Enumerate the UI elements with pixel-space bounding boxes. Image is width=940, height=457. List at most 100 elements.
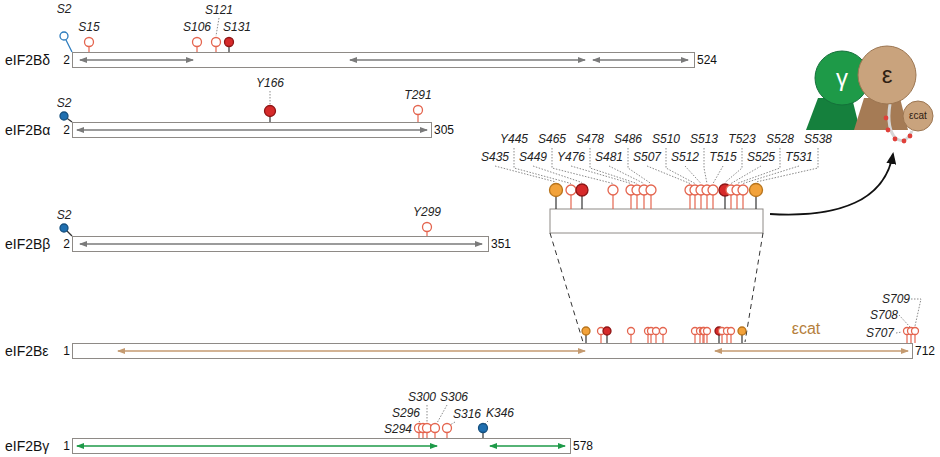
residue-number: 712 [915,345,935,357]
residue-number: 2 [63,238,70,250]
domain-arrow [77,129,427,130]
site-head [212,38,221,47]
zoom-box [550,209,763,233]
subunit-shape: ε [857,45,917,105]
residue-number: 1 [63,345,70,357]
protein-bar: eIF2Bε1712 [72,343,913,359]
site-label: S507 [633,150,661,164]
subunit-shape: εcat [902,100,934,132]
protein-name: eIF2Bδ [5,53,50,67]
site-head [576,184,588,196]
site-head [414,106,423,115]
site-head [738,327,746,335]
site-label: S300 [408,390,436,404]
site-head [704,328,711,335]
site-head [550,184,563,197]
leader-line [437,405,447,423]
residue-number: 578 [573,440,593,452]
site-label: S121 [205,3,233,17]
domain-arrow [118,350,585,352]
site-label: S512 [671,150,699,164]
site-label: S449 [519,150,547,164]
leader-line [896,332,902,333]
protein-bar: eIF2Bγ1578 [72,438,571,454]
site-head [265,106,276,117]
site-label: S131 [223,20,251,34]
residue-number: 2 [63,54,70,66]
site-head [912,328,919,335]
site-head [582,327,590,335]
residue-number: 2 [63,124,70,136]
domain-arrow [80,243,482,244]
zoom-guide [745,233,763,342]
site-label: S481 [595,150,623,164]
site-label: S538 [804,132,832,146]
leader-line [270,91,271,104]
site-label: S294 [384,422,412,436]
subunit-label: ε [882,63,893,87]
domain-arrow [77,445,437,447]
zoom-guide [550,233,583,342]
domain-label: εcat [792,320,820,338]
domain-arrow [715,350,908,352]
site-label: T531 [785,150,812,164]
site-label: S708 [870,308,898,322]
site-head [628,328,635,335]
site-head [608,185,618,195]
site-head [660,328,667,335]
site-head [646,185,656,195]
site-label: S15 [78,20,99,34]
site-head [728,328,735,335]
site-head [423,223,432,232]
protein-bar: eIF2Bα2305 [72,122,432,138]
site-label: S709 [882,292,910,306]
site-label: S478 [576,132,604,146]
protein-name: eIF2Bγ [5,439,49,453]
subunit-label: γ [836,66,848,90]
leader-line [427,405,428,422]
site-label: T515 [709,150,736,164]
domain-arrow [593,59,688,60]
site-head [60,32,68,40]
leader-line [713,166,723,184]
residue-number: 305 [434,124,454,136]
domain-arrow [350,59,585,60]
leader-line [685,166,701,184]
site-head [708,185,718,195]
site-head [603,327,611,335]
protein-name: eIF2Bα [5,123,50,137]
domain-arrow [490,445,565,447]
site-label: S486 [614,132,642,146]
site-label: S528 [766,132,794,146]
site-label: S106 [183,20,211,34]
site-label: K346 [486,406,514,420]
site-head [60,224,68,232]
site-head [193,38,202,47]
leader-line [609,166,644,184]
phospho-dot [893,137,898,142]
site-head [566,185,576,195]
site-head [738,185,748,195]
residue-number: 1 [63,440,70,452]
residue-number: 524 [697,54,717,66]
subunit-body [903,101,933,131]
phospho-dot [884,116,889,121]
subunit-body [858,46,916,104]
site-head [225,38,234,47]
protein-bar: eIF2Bδ2524 [72,52,695,68]
site-head [60,112,68,120]
leader-line [731,166,761,184]
leader-line [704,148,707,184]
site-label: Y299 [413,205,441,219]
protein-name: eIF2Bβ [5,237,50,251]
domain-arrow [80,59,193,60]
site-label: S306 [440,390,468,404]
site-label: S296 [392,406,420,420]
site-label: Y166 [256,76,284,90]
leader-line [495,166,556,182]
protein-bar: eIF2Bβ2351 [72,236,489,252]
site-head [443,424,452,433]
leader-line [899,315,910,327]
